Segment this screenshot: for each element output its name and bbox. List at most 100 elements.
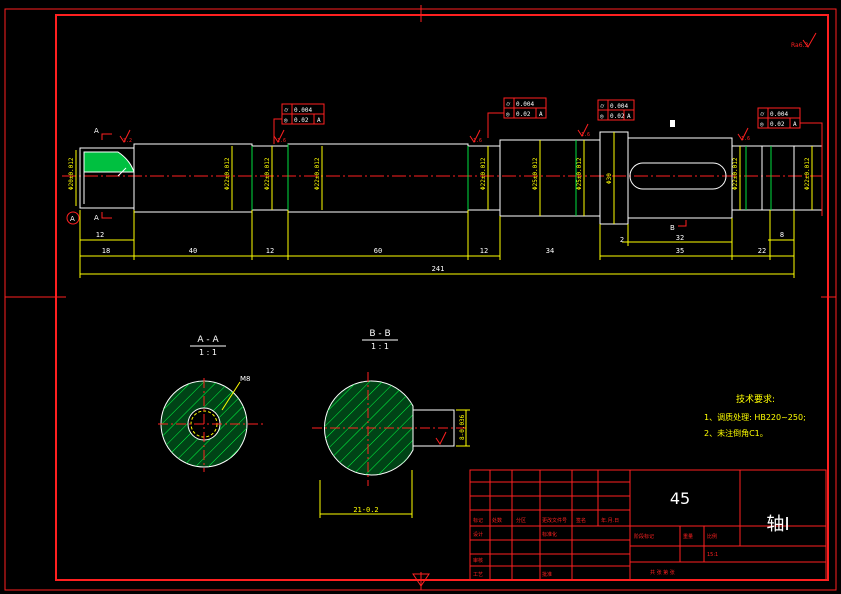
gdt-sym: ⌭ — [284, 107, 289, 114]
tb-h5: 年.月.日 — [601, 517, 619, 524]
tb-scale-label: 比例 — [707, 533, 717, 540]
tb-sheet: 共 张 第 张 — [650, 569, 675, 576]
tb-h4: 签名 — [576, 517, 586, 524]
dia-5: Φ22±0.012 — [480, 157, 487, 190]
bb-width: 21-0.2 — [353, 506, 378, 514]
gdt-frame-4: ⌭ 0.004 ◎ 0.02 A — [757, 107, 823, 216]
thread-label: M8 — [240, 375, 251, 383]
gdt-val: 0.02 — [516, 111, 531, 118]
marker-a-top: A — [94, 127, 99, 135]
dia-2: Φ22±0.012 — [224, 157, 231, 190]
dimension-values: 12 18 40 12 60 12 34 2 32 35 22 8 241 — [96, 231, 784, 273]
section-aa-title: A - A — [197, 335, 219, 345]
dim-12b: 12 — [266, 247, 274, 255]
dim-40: 40 — [189, 247, 197, 255]
section-markers: A A A B — [66, 120, 687, 232]
roughness-values: 3.2 1.6 1.6 1.6 1.6 — [123, 132, 750, 144]
gdt-sym: ◎ — [760, 121, 764, 128]
tb-weight: 重量 — [683, 533, 693, 540]
section-aa-scale: 1 : 1 — [199, 348, 217, 357]
tb-review: 审核 — [473, 557, 483, 564]
bb-key-depth: 8-0.036 — [459, 414, 466, 440]
gdt-frame-3: ⌭ 0.004 ◎ 0.02 A — [597, 99, 635, 121]
tech-req-2: 2、未注倒角C1。 — [704, 428, 768, 438]
tb-std: 标准化 — [542, 531, 557, 538]
gdt-sym: ◎ — [284, 117, 288, 124]
tech-req-title: 技术要求: — [736, 393, 775, 405]
tb-h3: 更改文件号 — [542, 517, 567, 524]
dim-22: 22 — [758, 247, 766, 255]
ra-4: 1.6 — [581, 132, 590, 138]
shaft-main-view — [79, 131, 823, 225]
dia-9: Φ22±0.012 — [732, 157, 739, 190]
diameter-lines — [75, 132, 813, 224]
section-bb: B - B 1 : 1 21-0.2 8-0.036 — [312, 329, 470, 518]
tb-h1: 处数 — [492, 517, 502, 524]
dimensions — [79, 210, 795, 278]
marker-a-bottom: A — [94, 214, 99, 222]
gdt-sym: ⌭ — [506, 101, 511, 108]
dia-3: Φ22±0.012 — [264, 157, 271, 190]
gdt-val: 0.004 — [610, 103, 628, 110]
diameter-labels: Φ20±0.012 Φ22±0.012 Φ22±0.012 Φ22±0.012 … — [68, 157, 811, 190]
gdt-val: 0.004 — [516, 101, 534, 108]
gdt-sym: ⌭ — [760, 111, 765, 118]
dia-6: Φ25±0.012 — [532, 157, 539, 190]
dia-8: Φ30 — [606, 173, 613, 184]
technical-requirements: 技术要求: 1、调质处理: HB220~250; 2、未注倒角C1。 — [704, 393, 806, 438]
ra-1: 3.2 — [123, 138, 132, 144]
gdt-datum: A — [793, 121, 797, 128]
dim-12c: 12 — [480, 247, 488, 255]
dim-241: 241 — [432, 265, 445, 273]
gdt-frame-1: ⌭ 0.004 ◎ 0.02 A — [273, 103, 325, 144]
part-name: 轴Ⅰ — [766, 514, 789, 535]
tb-scale: 15:1 — [707, 552, 718, 558]
dim-12: 12 — [96, 231, 104, 239]
roughness-symbols — [119, 123, 749, 143]
gdt-val: 0.02 — [770, 121, 785, 128]
ra-2: 1.6 — [277, 138, 286, 144]
gdt-sym: ◎ — [506, 111, 510, 118]
ra-3: 1.6 — [473, 138, 482, 144]
dim-34: 34 — [546, 247, 554, 255]
section-lines — [251, 140, 772, 216]
dim-60: 60 — [374, 247, 382, 255]
dia-7: Φ25±0.012 — [576, 157, 583, 190]
gdt-sym: ⌭ — [600, 103, 605, 110]
tolerance-frames: ⌭ 0.004 ◎ 0.02 A ⌭ 0.004 ◎ 0.02 A ⌭ 0.00… — [273, 97, 823, 216]
tb-approve: 批准 — [542, 571, 552, 578]
gdt-sym: ◎ — [600, 113, 604, 120]
tb-h0: 标记 — [473, 517, 483, 524]
gdt-datum: A — [627, 113, 631, 120]
ra-5: 1.6 — [741, 136, 750, 142]
section-bb-scale: 1 : 1 — [371, 342, 389, 351]
gdt-val: 0.02 — [610, 113, 625, 120]
section-bb-title: B - B — [369, 329, 390, 339]
dim-35: 35 — [676, 247, 684, 255]
dia-1: Φ20±0.012 — [68, 157, 75, 190]
gdt-frame-2: ⌭ 0.004 ◎ 0.02 A — [487, 97, 547, 138]
tb-h2: 分区 — [516, 517, 526, 524]
dia-4: Φ22±0.012 — [314, 157, 321, 190]
title-block — [469, 469, 827, 581]
section-aa: A - A 1 : 1 M8 — [158, 335, 264, 472]
gdt-datum: A — [317, 117, 321, 124]
material: 45 — [670, 489, 690, 508]
gdt-val: 0.004 — [294, 107, 312, 114]
gdt-val: 0.004 — [770, 111, 788, 118]
tb-stage: 阶段标记 — [634, 533, 654, 540]
tb-process: 工艺 — [473, 572, 483, 578]
drawing-frame — [4, 5, 837, 591]
marker-b: B — [670, 224, 675, 232]
roughness-note: Ra6.3 — [791, 32, 817, 49]
dim-8: 8 — [780, 231, 784, 239]
dim-32: 32 — [676, 234, 684, 242]
dim-18: 18 — [102, 247, 110, 255]
tech-req-1: 1、调质处理: HB220~250; — [704, 412, 806, 422]
dim-2: 2 — [620, 236, 624, 244]
dia-10: Φ22±0.012 — [804, 157, 811, 190]
datum-a: A — [70, 215, 75, 223]
tb-design: 设计 — [473, 531, 483, 538]
title-block-text: 45 轴Ⅰ 标记 处数 分区 更改文件号 签名 年.月.日 设计 标准化 审核 … — [473, 489, 790, 578]
